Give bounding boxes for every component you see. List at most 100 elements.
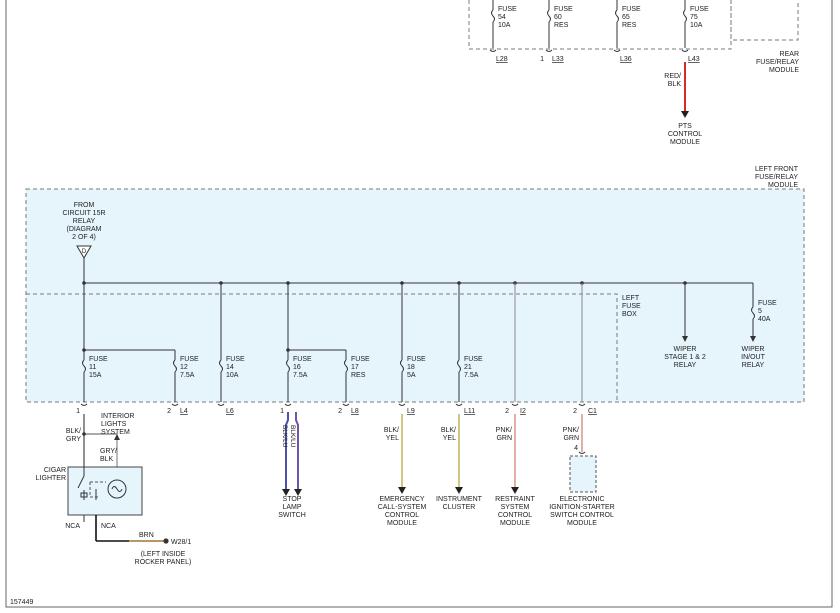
blk-lu-label-2: BLK/LU: [289, 425, 296, 448]
connector-cup: [613, 49, 621, 52]
connector-label: L6: [226, 408, 234, 415]
blk-lu-wire-1: [285, 412, 289, 492]
fuse-symbol: [491, 9, 495, 23]
connector-cup: [545, 49, 553, 52]
left-fuse-box-outline: [26, 293, 618, 402]
bus-junction-dot: [683, 281, 687, 285]
ground-point: [163, 538, 169, 544]
connector-cup: [342, 403, 350, 406]
fuse-symbol: [683, 9, 687, 23]
connector-letter: D: [82, 249, 87, 255]
connector-label: L36: [620, 56, 632, 63]
connector-label: L8: [351, 408, 359, 415]
lighter-element: [107, 479, 127, 499]
front-module-box: [25, 188, 805, 403]
restraint-pin: 2: [505, 408, 509, 415]
connector-cup: [284, 403, 292, 406]
blk-lu-label-1: BLK/LU: [281, 425, 288, 448]
pin-label: 2: [167, 408, 171, 415]
lighter-switch-arm: [77, 475, 85, 489]
connector-label: L9: [407, 408, 415, 415]
pts-wire-label: RED/BLK: [664, 73, 681, 88]
figure-id: 157449: [10, 599, 33, 606]
emergency-call-arrow: [398, 487, 406, 494]
pnk-grn-label-2: PNK/GRN: [563, 427, 579, 442]
lighter-contact: [80, 492, 88, 498]
gry-blk-label: GRY/BLK: [100, 448, 117, 463]
direct-drops: [513, 281, 687, 402]
connector-cup: [578, 403, 586, 406]
connector-cup: [171, 403, 179, 406]
brn-label: BRN: [139, 532, 154, 539]
restraint-connector: I2: [520, 408, 526, 415]
nca-label-2: NCA: [101, 523, 116, 530]
wiper-stage-arrow: [682, 336, 688, 342]
lighter-coil: [111, 486, 123, 492]
pin-label: 1: [76, 408, 80, 415]
fuse-symbol: [219, 359, 223, 373]
connector-cup: [681, 49, 689, 52]
pin-label: 1: [280, 408, 284, 415]
fuse-symbol: [173, 359, 177, 373]
ignition-pin-label: 4: [574, 445, 578, 452]
fuse5-symbol: [751, 306, 755, 320]
outer-frame: [5, 0, 833, 608]
nca-label-1: NCA: [65, 523, 80, 530]
fuse-symbol: [457, 359, 461, 373]
connector-labels: 2 I2 2 C1: [505, 403, 597, 415]
ignition-connector: C1: [588, 408, 597, 415]
ground-id-label: W28/1: [171, 539, 191, 546]
fuse-symbol: [400, 359, 404, 373]
stop-lamp-arrow-1: [282, 489, 290, 496]
connector-cup: [455, 403, 463, 406]
connector-cup: [578, 451, 586, 454]
ignition-module-box: [569, 455, 597, 493]
lighter-mechanical-link: [89, 481, 106, 498]
connector-label: L33: [552, 56, 564, 63]
blk-yel-label-2: BLK/YEL: [441, 427, 456, 442]
pnk-grn-label-1: PNK/GRN: [496, 427, 512, 442]
junction-dot: [82, 432, 86, 436]
fuse-symbol: [286, 359, 290, 373]
fuse-symbol: [82, 359, 86, 373]
